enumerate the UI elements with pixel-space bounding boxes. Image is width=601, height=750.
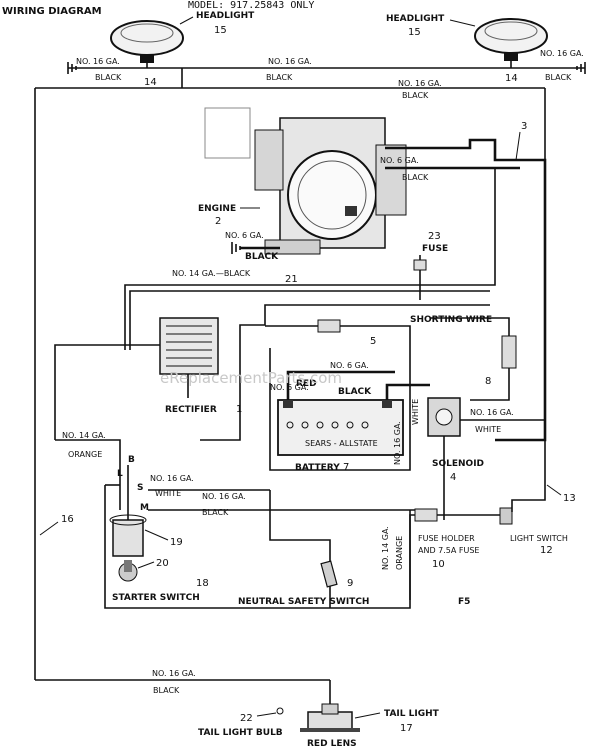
- light-switch-number: 12: [540, 545, 553, 556]
- shorting-wire-number: 8: [485, 376, 491, 387]
- battery-side-color: WHITE: [411, 399, 420, 425]
- terminal-s: S: [137, 483, 143, 493]
- tail-bulb-label: TAIL LIGHT BULB: [198, 728, 283, 738]
- headlight-left-label: HEADLIGHT: [196, 11, 255, 21]
- fuse-number: 23: [428, 231, 441, 242]
- engine: [204, 107, 407, 255]
- wire-21-number: 21: [285, 274, 298, 285]
- shorting-wire-label: SHORTING WIRE: [410, 315, 492, 325]
- orange-vertical-gauge: NO. 14 GA.: [381, 526, 390, 570]
- rectifier: [159, 317, 219, 398]
- wire-5-label: 5: [370, 336, 376, 347]
- terminal-m: M: [140, 503, 149, 513]
- engine-number: 2: [215, 216, 221, 227]
- wire-13-label: 13: [563, 493, 576, 504]
- tail-light-lens: RED LENS: [307, 739, 357, 749]
- starter-wire-color1: WHITE: [155, 489, 181, 498]
- headlight-right-color: BLACK: [545, 73, 572, 82]
- starter-switch-label: STARTER SWITCH: [112, 593, 200, 603]
- wire-19-label: 19: [170, 537, 183, 548]
- battery-side-gauge: NO. 16 GA.: [393, 421, 402, 465]
- starter-switch-number: 18: [196, 578, 209, 589]
- tail-light: [300, 703, 360, 732]
- solenoid-number: 4: [450, 472, 456, 483]
- wire-20-label: 20: [156, 558, 169, 569]
- headlight-left-number: 15: [214, 25, 227, 36]
- headlight-right-label: HEADLIGHT: [386, 14, 445, 24]
- bottom-wire-gauge: NO. 16 GA.: [152, 669, 196, 678]
- bottom-wire-color: BLACK: [153, 686, 180, 695]
- headlight-left: [110, 20, 184, 63]
- engine-label: ENGINE: [198, 204, 236, 214]
- page-code: F5: [458, 597, 470, 607]
- fuse-holder: [414, 508, 438, 522]
- fuse-label: FUSE: [422, 244, 448, 254]
- rectifier-label: RECTIFIER: [165, 405, 217, 415]
- headlight-right-number: 15: [408, 27, 421, 38]
- headlight-right-ref: 14: [505, 73, 518, 84]
- battery-number: 7: [343, 462, 349, 473]
- shorting-wire-connector: [501, 335, 517, 369]
- right-branch-color: BLACK: [402, 91, 429, 100]
- model-number: MODEL: 917.25843 ONLY: [188, 0, 314, 11]
- headlight-right-gauge: NO. 16 GA.: [540, 49, 584, 58]
- fuse-holder-label2: AND 7.5A FUSE: [418, 546, 480, 555]
- ground-symbol-right: [576, 62, 586, 74]
- terminal-l: L: [117, 469, 123, 479]
- battery-wire-red: RED: [296, 379, 317, 389]
- fuse-holder-number: 10: [432, 559, 445, 570]
- tail-light-bulb: [256, 707, 284, 717]
- engine-gauge: NO. 6 GA.: [225, 231, 264, 240]
- orange-vertical-color: ORANGE: [395, 536, 404, 570]
- solenoid-gauge: NO. 16 GA.: [470, 408, 514, 417]
- orange-wire-gauge: NO. 14 GA.: [62, 431, 106, 440]
- wire-16-label: 16: [61, 514, 74, 525]
- tail-light-label: TAIL LIGHT: [384, 709, 440, 719]
- top-bus-gauge: NO. 16 GA.: [268, 57, 312, 66]
- neutral-safety-switch: [320, 560, 338, 588]
- starter-wire-gauge1: NO. 16 GA.: [150, 474, 194, 483]
- solenoid: [427, 397, 461, 437]
- tail-light-number: 17: [400, 723, 413, 734]
- wire-21-text: NO. 14 GA.—BLACK: [172, 269, 251, 278]
- battery-label: BATTERY: [295, 463, 340, 473]
- engine-color: BLACK: [245, 252, 279, 262]
- headlight-left-gauge: NO. 16 GA.: [76, 57, 120, 66]
- rectifier-number: 1: [236, 404, 242, 415]
- engine-right-color: BLACK: [402, 173, 429, 182]
- watermark: eReplacementParts.com: [160, 369, 342, 387]
- right-branch-gauge: NO. 16 GA.: [398, 79, 442, 88]
- engine-right-gauge: NO. 6 GA.: [380, 156, 419, 165]
- battery-sticker: SEARS - ALLSTATE: [305, 439, 378, 448]
- battery-wire-gauge: NO. 6 GA.: [330, 361, 369, 370]
- diagram-title: WIRING DIAGRAM: [2, 6, 102, 17]
- engine-ground-symbol: [231, 242, 280, 254]
- battery-wire-black: BLACK: [338, 387, 372, 397]
- starter-wire-gauge2: NO. 16 GA.: [202, 492, 246, 501]
- headlight-right: [474, 18, 548, 61]
- neutral-switch-label: NEUTRAL SAFETY SWITCH: [238, 597, 369, 607]
- headlight-left-color: BLACK: [95, 73, 122, 82]
- headlight-left-ref: 14: [144, 77, 157, 88]
- starter-wire-color2: BLACK: [202, 508, 229, 517]
- inline-fuse: [317, 319, 341, 333]
- battery-wire-gauge-left: NO. 6 GA.: [270, 383, 309, 392]
- wire-3-label: 3: [521, 121, 527, 132]
- fuse-holder-label1: FUSE HOLDER: [418, 534, 475, 543]
- tail-bulb-number: 22: [240, 713, 253, 724]
- solenoid-color: WHITE: [475, 425, 501, 434]
- orange-wire-color: ORANGE: [68, 450, 102, 459]
- neutral-switch-number: 9: [347, 578, 353, 589]
- ground-symbol-left: [67, 62, 77, 74]
- light-switch: [499, 507, 513, 525]
- terminal-b: B: [128, 455, 135, 465]
- light-switch-label: LIGHT SWITCH: [510, 534, 568, 543]
- solenoid-label: SOLENOID: [432, 459, 484, 469]
- starter-switch: [109, 514, 147, 582]
- top-bus-color: BLACK: [266, 73, 293, 82]
- battery: [277, 399, 404, 456]
- wire-3: [385, 138, 547, 442]
